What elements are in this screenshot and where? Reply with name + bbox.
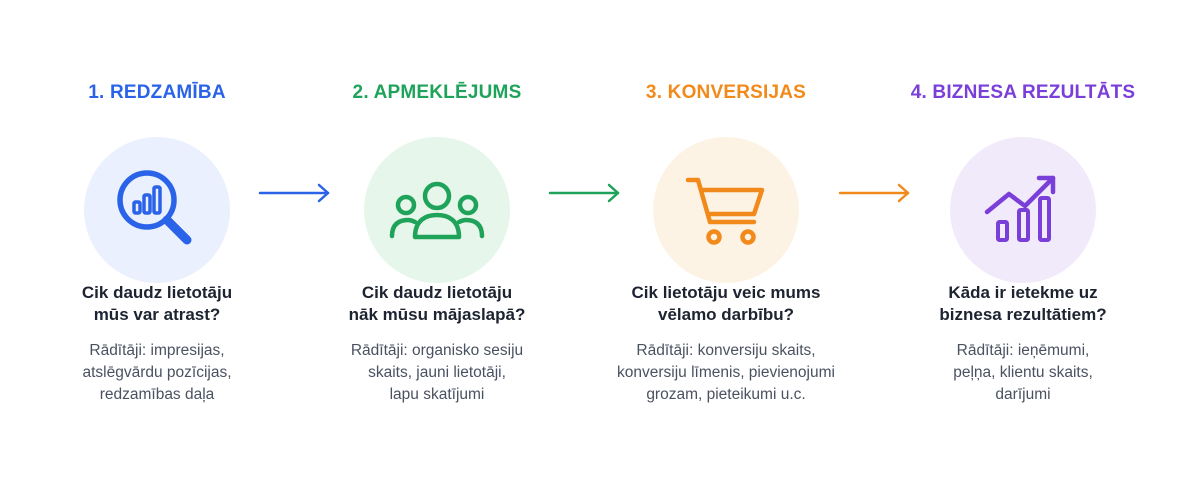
step-title: 1. REDZAMĪBA (88, 82, 226, 103)
metrics-line: redzamības daļa (99, 386, 215, 403)
step-question: Kāda ir ietekme uz biznesa rezultātiem? (893, 282, 1153, 326)
metrics-line: atslēgvārdu pozīcijas, (82, 364, 232, 381)
question-line: mūs var atrast? (93, 305, 221, 324)
users-group-icon (389, 181, 485, 240)
step-question: Cik daudz lietotāju nāk mūsu mājaslapā? (307, 282, 567, 326)
metrics-line: darījumi (995, 386, 1051, 403)
metrics-line: Rādītāji: ieņēmumi, (956, 342, 1090, 359)
arrow-right-icon (838, 183, 910, 203)
metrics-line: skaits, jauni lietotāji, (368, 364, 506, 381)
magnifier-chart-icon (117, 170, 192, 245)
metrics-line: Rādītāji: organisko sesiju (350, 342, 524, 359)
step-question: Cik daudz lietotāju mūs var atrast? (27, 282, 287, 326)
arrow-right-icon (548, 183, 620, 203)
question-line: biznesa rezultātiem? (939, 305, 1107, 324)
metrics-line: Rādītāji: konversiju skaits, (636, 342, 816, 359)
step-question: Cik lietotāju veic mums vēlamo darbību? (596, 282, 856, 326)
step-metrics: Rādītāji: organisko sesiju skaits, jauni… (307, 340, 567, 406)
growth-chart-icon (984, 175, 1056, 242)
metrics-line: Rādītāji: impresijas, (89, 342, 225, 359)
metrics-line: lapu skatījumi (389, 386, 485, 403)
step-title: 3. KONVERSIJAS (645, 82, 807, 103)
step-metrics: Rādītāji: impresijas, atslēgvārdu pozīci… (27, 340, 287, 406)
step-title: 2. APMEKLĒJUMS (352, 82, 522, 103)
question-line: Cik daudz lietotāju (81, 283, 233, 302)
question-line: nāk mūsu mājaslapā? (348, 305, 526, 324)
arrow-right-icon (258, 183, 330, 203)
metrics-line: konversiju līmenis, pievienojumi (617, 364, 835, 381)
step-metrics: Rādītāji: ieņēmumi, peļņa, klientu skait… (893, 340, 1153, 406)
question-line: vēlamo darbību? (657, 305, 795, 324)
step-metrics: Rādītāji: konversiju skaits, konversiju … (596, 340, 856, 406)
metrics-line: grozam, pieteikumi u.c. (646, 386, 806, 403)
step-icon-circle (84, 137, 230, 283)
metrics-line: peļņa, klientu skaits, (953, 364, 1093, 381)
step-icon-circle (653, 137, 799, 283)
question-line: Kāda ir ietekme uz (948, 283, 1098, 302)
step-title: 4. BIZNESA REZULTĀTS (910, 82, 1136, 103)
step-icon-circle (364, 137, 510, 283)
shopping-cart-icon (685, 177, 765, 245)
question-line: Cik lietotāju veic mums (631, 283, 821, 302)
step-icon-circle (950, 137, 1096, 283)
question-line: Cik daudz lietotāju (361, 283, 513, 302)
